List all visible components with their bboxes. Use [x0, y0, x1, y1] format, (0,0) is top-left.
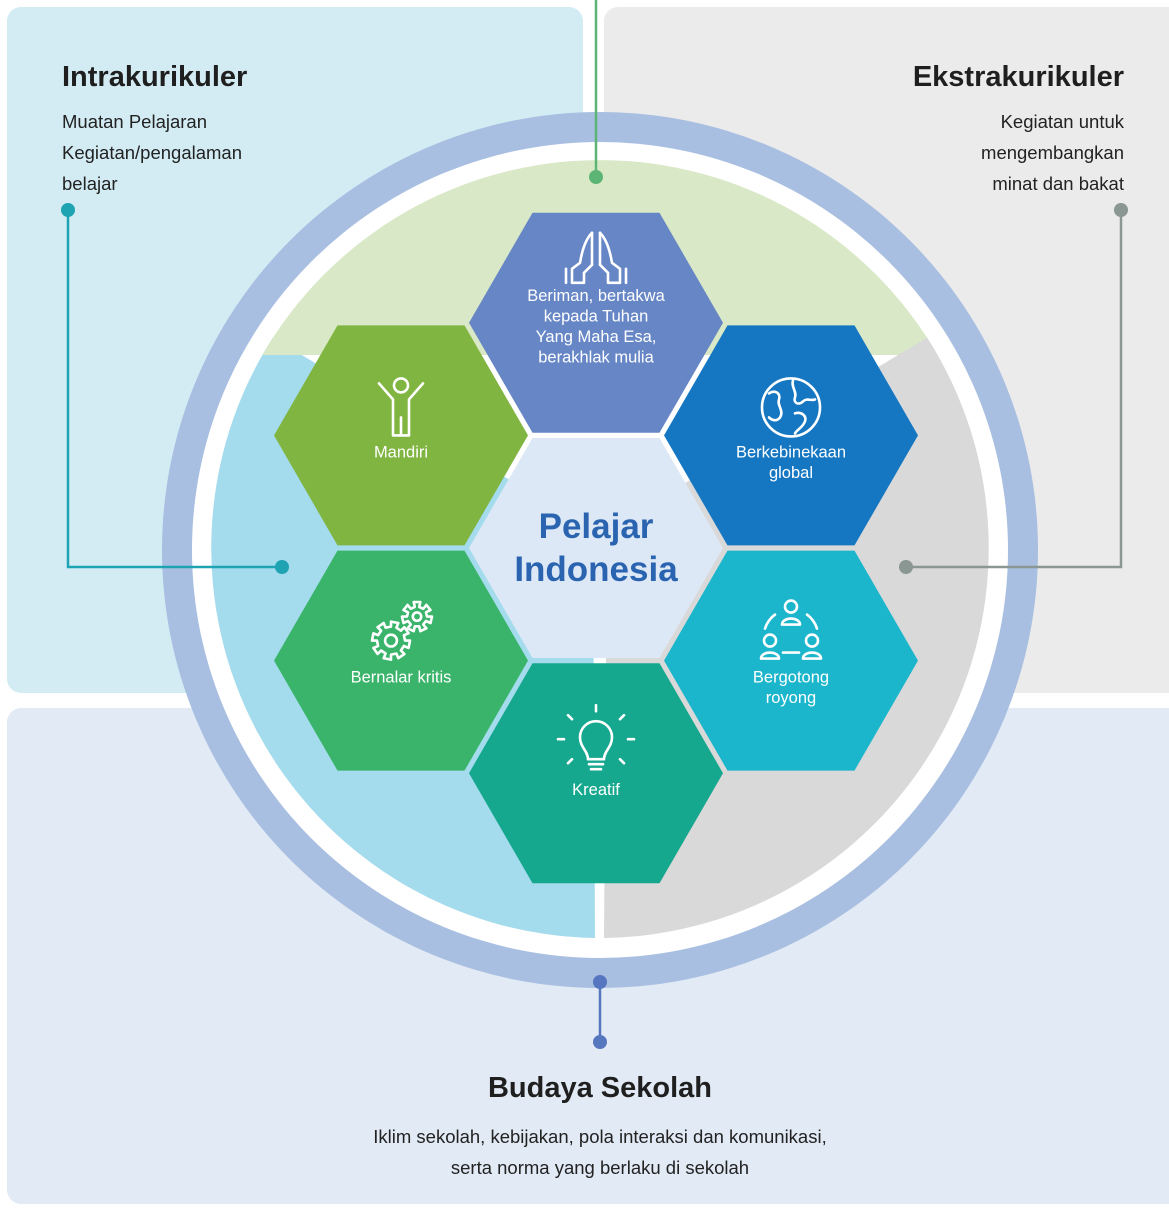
intrakurikuler-line: belajar: [62, 173, 118, 194]
intrakurikuler-line: Muatan Pelajaran: [62, 111, 207, 132]
hexagon-berkebinekaan-label: global: [769, 464, 813, 482]
hexagon-beriman-label: Beriman, bertakwa: [527, 287, 665, 305]
connector-bottom-dot-end: [593, 1035, 607, 1049]
connector-right-line: [906, 210, 1123, 569]
connectors: [61, 0, 1128, 1049]
hexagon-kreatif: Kreatif: [469, 663, 723, 884]
hexagon-kreatif-label: Kreatif: [572, 781, 620, 799]
ekstrakurikuler-line: minat dan bakat: [992, 173, 1124, 194]
hexagon-bergotong-label: royong: [766, 689, 816, 707]
connector-left-line: [66, 210, 282, 569]
lightbulb-icon: [556, 703, 636, 771]
connector-right-dot-end: [899, 560, 913, 574]
intrakurikuler-description: Muatan Pelajaran Kegiatan/pengalaman bel…: [62, 111, 242, 194]
hexagon-mandiri: Mandiri: [274, 325, 528, 546]
intrakurikuler-line: Kegiatan/pengalaman: [62, 142, 242, 163]
ekstrakurikuler-line: mengembangkan: [981, 142, 1124, 163]
hexagon-kreatif-shape: [469, 663, 723, 884]
hexagon-beriman-label: berakhlak mulia: [538, 348, 654, 366]
hexagon-beriman-label: kepada Tuhan: [544, 307, 649, 325]
connector-right-dot-start: [1114, 203, 1128, 217]
center-title-line: Pelajar: [539, 507, 654, 546]
hexagon-bergotong-label: Bergotong: [753, 669, 829, 687]
center-hexagon: Pelajar Indonesia: [469, 438, 723, 658]
connector-top-dot: [589, 170, 603, 184]
hexagon-berkebinekaan: Berkebinekaan global: [664, 325, 918, 546]
center-title-line: Indonesia: [514, 550, 678, 589]
hexagon-beriman-label: Yang Maha Esa,: [536, 328, 657, 346]
hexagon-bergotong: Bergotong royong: [664, 550, 918, 771]
ekstrakurikuler-description: Kegiatan untuk mengembangkan minat dan b…: [981, 111, 1125, 194]
budaya-sekolah-title: Budaya Sekolah: [488, 1072, 712, 1104]
globe-icon: [760, 377, 822, 438]
connector-left-dot-start: [61, 203, 75, 217]
ekstrakurikuler-line: Kegiatan untuk: [1001, 111, 1125, 132]
praying-hands-icon: [564, 231, 628, 285]
hexagon-bernalar-shape: [274, 550, 528, 771]
hexagon-bernalar: Bernalar kritis: [274, 550, 528, 771]
budaya-sekolah-description: Iklim sekolah, kebijakan, pola interaksi…: [373, 1126, 826, 1178]
hexagon-bergotong-shape: [664, 550, 918, 771]
connector-bottom-dot-start: [593, 975, 607, 989]
connector-left-dot-end: [275, 560, 289, 574]
hexagon-mandiri-label: Mandiri: [374, 443, 428, 461]
gears-icon: [370, 600, 434, 661]
center-hexagon-shape: [469, 438, 723, 658]
intrakurikuler-title: Intrakurikuler: [62, 61, 247, 93]
hexagon-berkebinekaan-label: Berkebinekaan: [736, 443, 846, 461]
hexagon-beriman-shape: [469, 212, 723, 433]
person-arms-up-icon: [377, 377, 425, 437]
people-cycle-icon: [759, 599, 823, 660]
budaya-sekolah-line: Iklim sekolah, kebijakan, pola interaksi…: [373, 1126, 826, 1147]
hexagon-bernalar-label: Bernalar kritis: [351, 669, 452, 687]
ekstrakurikuler-title: Ekstrakurikuler: [913, 61, 1124, 93]
budaya-sekolah-line: serta norma yang berlaku di sekolah: [451, 1157, 749, 1178]
